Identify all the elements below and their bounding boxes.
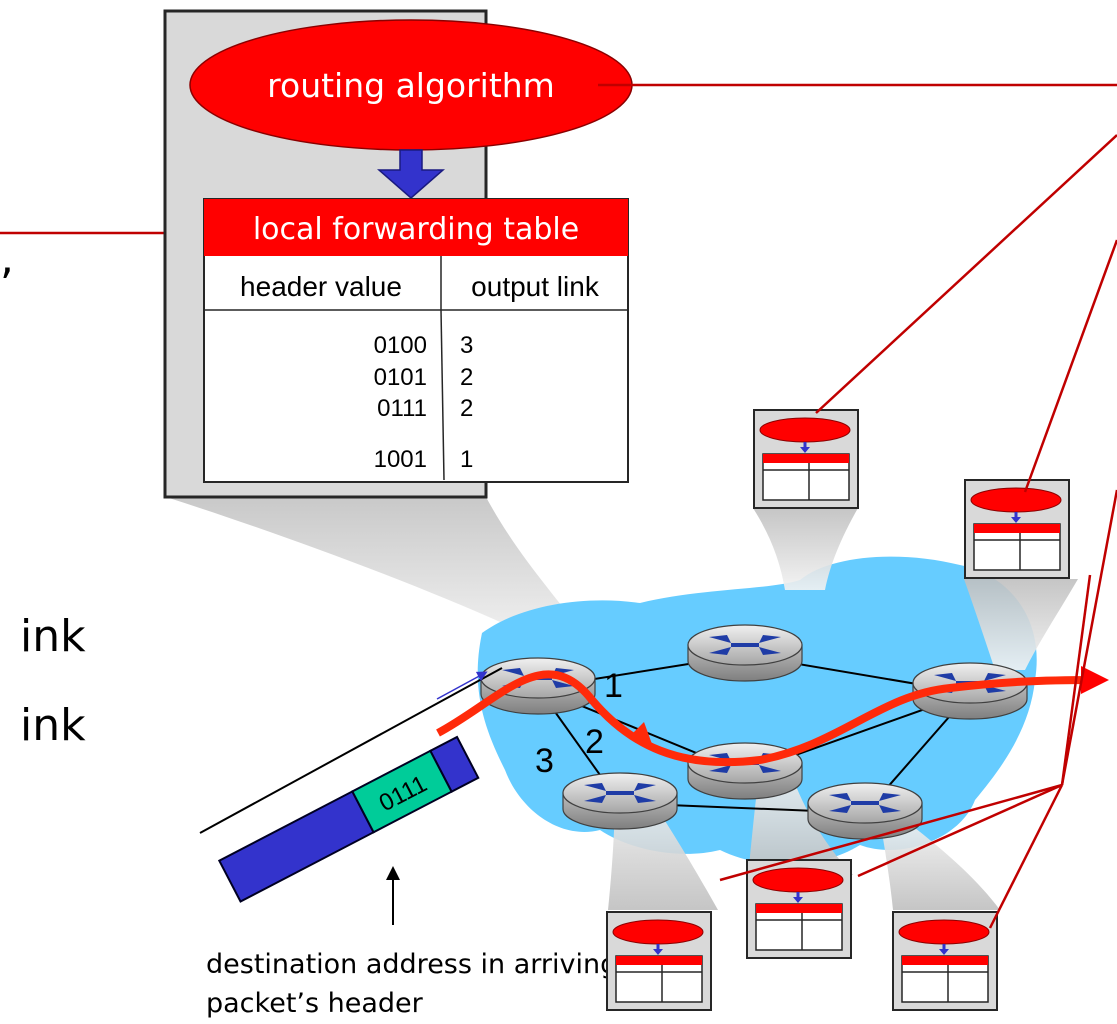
packet-motion-arrow — [436, 671, 488, 700]
packet-path-arrow — [436, 666, 1109, 767]
router-top-icon — [687, 624, 803, 682]
caption-line-1: destination address in arriving — [206, 949, 617, 980]
port-label-2: 2 — [585, 723, 604, 761]
caption-line-2: packet’s header — [206, 988, 424, 1019]
mini-routing-box-a — [752, 408, 860, 510]
table-row-link: 1 — [460, 446, 473, 473]
port-label-3: 3 — [535, 742, 554, 780]
col-header-output-link: output link — [471, 271, 600, 302]
packet-path-midarrow — [630, 722, 652, 744]
down-arrow-icon — [377, 149, 445, 199]
table-rows: 0100 3 0101 2 0111 2 1001 1 — [374, 332, 474, 473]
left-fragment-comma: , — [0, 233, 14, 284]
mini-routing-box-d — [745, 858, 853, 960]
zoom-wedge-box-e — [880, 820, 1000, 910]
zoom-wedge-box-b — [964, 579, 1078, 670]
routing-connector-lines — [598, 83, 1117, 929]
left-fragment-ink-1: ink — [20, 611, 86, 662]
forwarding-table-title-bar — [204, 199, 628, 256]
router-bottom-left-icon — [562, 772, 678, 830]
mini-routing-box-e — [891, 910, 999, 1012]
table-row-value: 1001 — [374, 446, 427, 473]
table-row-value: 0101 — [374, 364, 427, 391]
table-row-value: 0111 — [377, 395, 427, 422]
routing-box: routing algorithm local forwarding table… — [163, 9, 633, 499]
mini-routing-box-c — [605, 910, 713, 1012]
table-row-value: 0100 — [374, 332, 427, 359]
packet: 0111 — [217, 735, 480, 903]
router-bottom-right-icon — [807, 782, 923, 840]
forwarding-table-title: local forwarding table — [253, 212, 579, 247]
table-row-link: 3 — [460, 332, 473, 359]
left-fragment-ink-2: ink — [20, 700, 86, 751]
mini-routing-box-b — [963, 478, 1071, 580]
zoom-wedge-box-a — [753, 508, 858, 590]
port-label-1: 1 — [604, 667, 623, 705]
col-header-value: header value — [240, 271, 402, 302]
routing-algorithm-label: routing algorithm — [267, 66, 555, 105]
incoming-link — [199, 667, 503, 834]
zoom-wedge-main — [166, 497, 595, 650]
table-row-link: 2 — [460, 395, 473, 422]
table-row-link: 2 — [460, 364, 473, 391]
